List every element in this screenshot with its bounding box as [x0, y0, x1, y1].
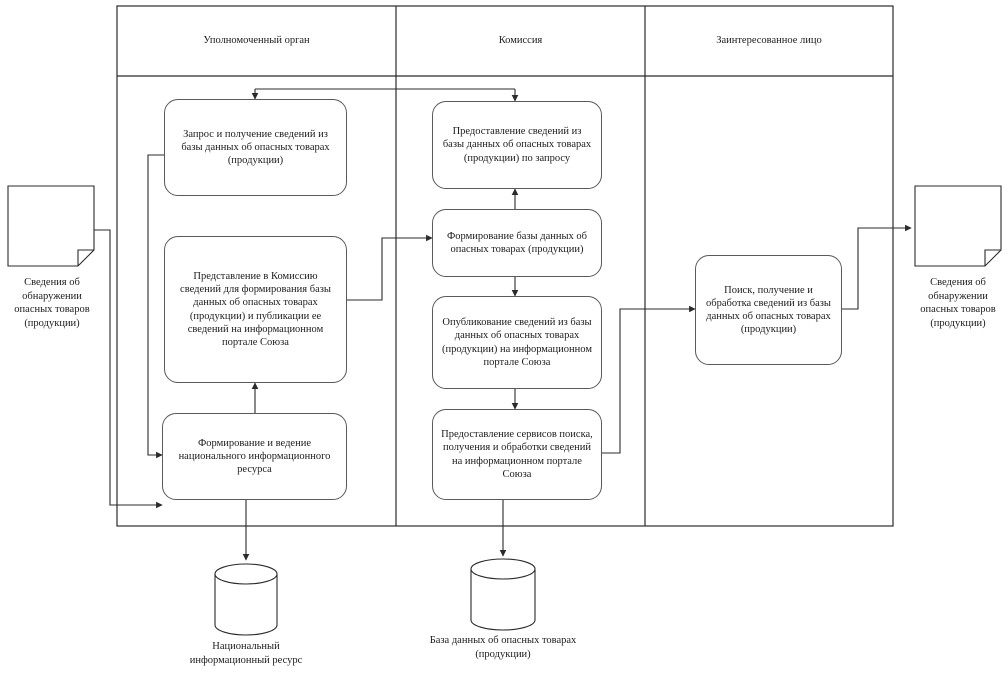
process-node-search-receive-process[interactable]: Поиск, получение и обработка сведений из…	[695, 255, 842, 365]
connector-p8-to-doc-right	[842, 224, 912, 310]
datastore-shape-dangerous-goods	[470, 558, 536, 631]
lane-title-authority: Уполномоченный орган	[117, 26, 396, 54]
process-label: Опубликование сведений из базы данных об…	[442, 317, 592, 368]
datastore-label-dangerous-goods: База данных об опасных товарах (продукци…	[421, 634, 585, 661]
datastore-label-dangerous-goods-text: База данных об опасных товарах (продукци…	[429, 635, 577, 660]
connectors	[94, 88, 912, 561]
document-label-left-text: Сведения об обнаружении опасных товаров …	[14, 277, 90, 329]
connector-doc-left-to-p3	[94, 229, 163, 509]
process-node-provide-info-on-request[interactable]: Предоставление сведений из базы данных о…	[432, 101, 602, 189]
datastore-label-national-text: Национальный информационный ресурс	[189, 641, 303, 666]
connector-p2-to-p5	[347, 234, 433, 301]
lane-title-authority-text: Уполномоченный орган	[203, 34, 310, 46]
connector-p1-to-p3	[147, 154, 164, 459]
process-node-request-receive-info[interactable]: Запрос и получение сведений из базы данн…	[164, 99, 347, 196]
lane-title-commission: Комиссия	[396, 26, 645, 54]
document-shape-right	[914, 185, 1002, 267]
document-label-right: Сведения об обнаружении опасных товаров …	[908, 276, 1008, 331]
connector-p7-to-p8	[602, 305, 696, 454]
process-label: Предоставление сервисов поиска, получени…	[441, 429, 593, 480]
process-label: Поиск, получение и обработка сведений из…	[706, 284, 831, 336]
swimlane-frame	[116, 5, 894, 527]
process-node-provide-services[interactable]: Предоставление сервисов поиска, получени…	[432, 409, 602, 500]
process-node-form-database[interactable]: Формирование базы данных об опасных това…	[432, 209, 602, 277]
lane-title-person-text: Заинтересованное лицо	[716, 34, 822, 46]
lane-title-person: Заинтересованное лицо	[645, 26, 893, 54]
document-label-right-text: Сведения об обнаружении опасных товаров …	[920, 277, 996, 329]
document-shape-left	[7, 185, 95, 267]
process-label: Формирование и ведение национального инф…	[178, 437, 331, 476]
process-node-national-resource[interactable]: Формирование и ведение национального инф…	[162, 413, 347, 500]
datastore-label-national: Национальный информационный ресурс	[181, 640, 311, 667]
document-label-left: Сведения об обнаружении опасных товаров …	[2, 276, 102, 331]
datastore-shape-national	[214, 563, 278, 636]
process-node-submit-to-commission[interactable]: Представление в Комиссию сведений для фо…	[164, 236, 347, 383]
process-node-publish-info[interactable]: Опубликование сведений из базы данных об…	[432, 296, 602, 389]
lane-title-commission-text: Комиссия	[498, 34, 543, 46]
process-label: Формирование базы данных об опасных това…	[447, 230, 587, 255]
process-label: Предоставление сведений из базы данных о…	[442, 126, 592, 164]
process-label: Запрос и получение сведений из базы данн…	[181, 128, 330, 167]
process-label: Представление в Комиссию сведений для фо…	[180, 271, 331, 348]
